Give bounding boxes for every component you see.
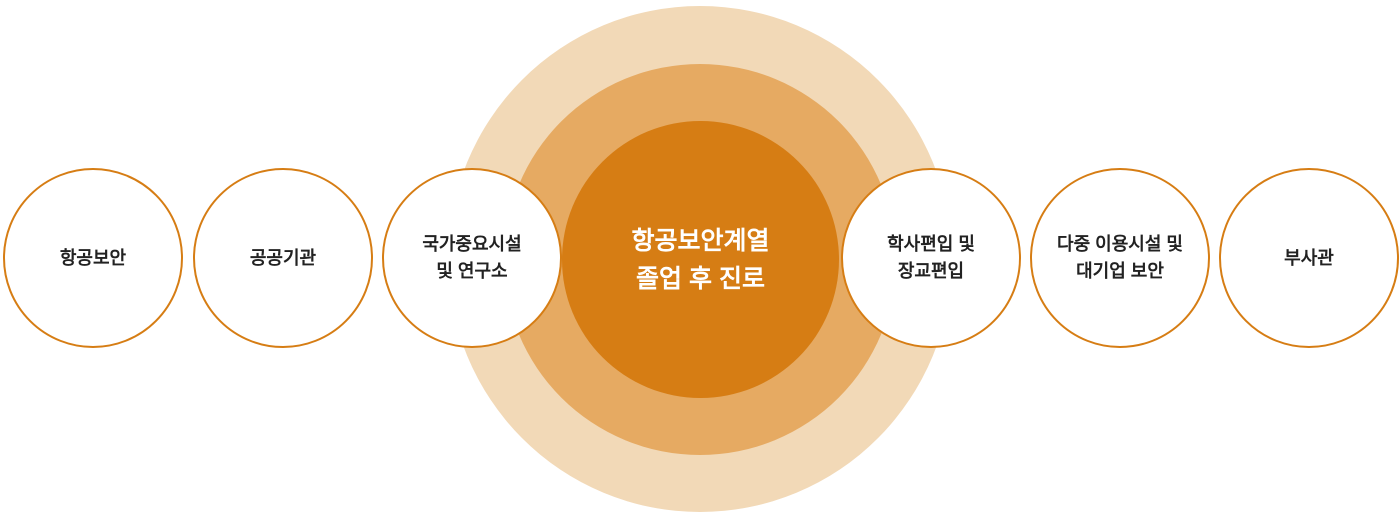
node-label: 다중 이용시설 및 — [1057, 234, 1183, 254]
node-label: 대기업 보안 — [1076, 261, 1164, 281]
node-label: 및 연구소 — [436, 261, 508, 281]
career-node-aviation-security: 항공보안 — [3, 168, 183, 348]
career-node-transfer: 학사편입 및 장교편입 — [841, 168, 1021, 348]
career-node-national-facility: 국가중요시설 및 연구소 — [382, 168, 562, 348]
career-node-nco: 부사관 — [1219, 168, 1399, 348]
center-circle: 항공보안계열 졸업 후 진로 — [562, 121, 839, 398]
node-label: 부사관 — [1284, 247, 1334, 268]
node-label: 국가중요시설 — [422, 234, 522, 254]
career-node-public-institution: 공공기관 — [193, 168, 373, 348]
center-title-line1: 항공보안계열 — [631, 226, 770, 255]
center-title-line2: 졸업 후 진로 — [636, 264, 765, 293]
career-node-multi-use-facility: 다중 이용시설 및 대기업 보안 — [1030, 168, 1210, 348]
node-label: 공공기관 — [249, 247, 317, 268]
node-label: 장교편입 — [897, 261, 965, 281]
node-label: 항공보안 — [59, 247, 127, 268]
node-label: 학사편입 및 — [887, 234, 975, 254]
